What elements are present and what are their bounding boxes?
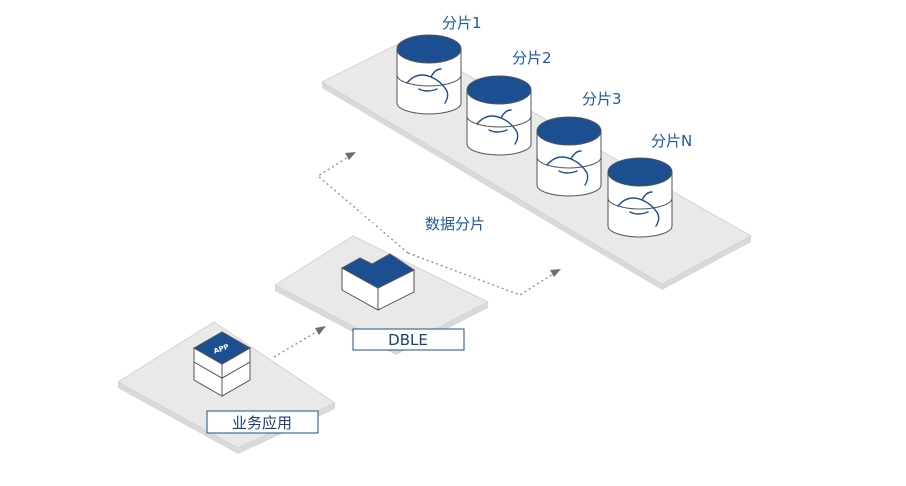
app-label-text: 业务应用 [232, 414, 292, 432]
connector-dble-shards [316, 152, 561, 296]
connector-app-dble [273, 326, 326, 358]
shard-label-3: 分片3 [582, 90, 622, 108]
dble-label-text: DBLE [388, 331, 428, 349]
shard-db-3 [536, 116, 602, 197]
shard-label-1: 分片1 [442, 14, 482, 32]
dble-label-box: DBLE [352, 328, 465, 351]
data-sharding-label: 数据分片 [425, 215, 485, 233]
shard-label-2: 分片2 [512, 49, 552, 67]
shard-db-2 [466, 75, 532, 156]
dble-icon [340, 209, 415, 311]
app-label-box: 业务应用 [206, 410, 319, 434]
app-icon: APP [192, 331, 252, 397]
shard-db-n [607, 157, 673, 238]
shard-label-n: 分片N [651, 132, 692, 150]
shard-db-1 [396, 34, 462, 115]
